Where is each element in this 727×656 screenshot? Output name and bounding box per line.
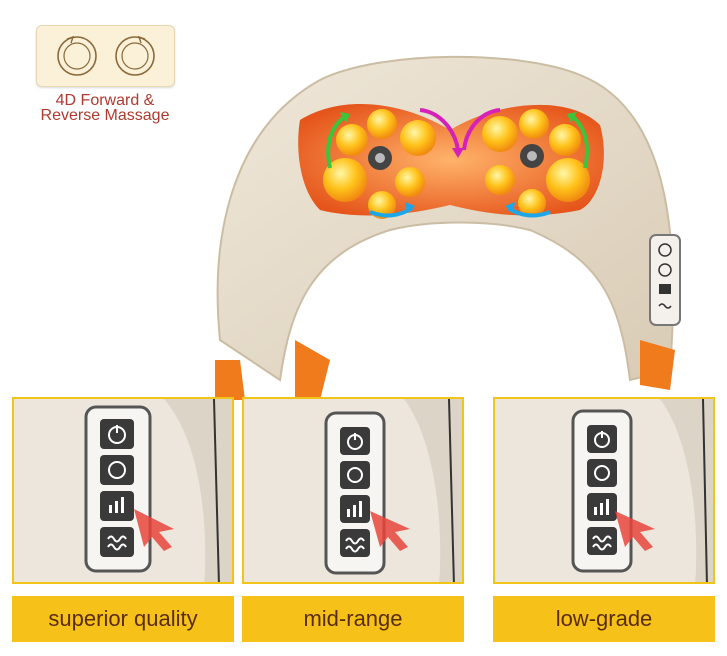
power-icon <box>587 425 617 453</box>
device-control-panel <box>649 234 681 326</box>
massager-illustration <box>200 40 727 400</box>
level-icon <box>100 491 134 521</box>
pointer-arrow <box>134 509 174 551</box>
power-icon <box>340 427 370 455</box>
label-low-grade: low-grade <box>493 596 715 642</box>
right-massage-nodes <box>482 109 590 217</box>
label-text: low-grade <box>555 606 653 631</box>
rotation-icons <box>57 35 155 76</box>
rotation-arrows <box>326 108 590 218</box>
remote-closeup <box>244 399 462 582</box>
left-massage-nodes <box>323 109 436 219</box>
rotate-clockwise-icon <box>57 35 97 76</box>
panel-superior <box>12 397 234 584</box>
rotate-counterclockwise-icon <box>115 35 155 76</box>
label-text: superior quality <box>48 606 198 631</box>
level-icon <box>340 495 370 523</box>
power-icon <box>100 419 134 449</box>
remote-closeup <box>14 399 232 582</box>
remote-closeup <box>495 399 713 582</box>
label-mid-range: mid-range <box>242 596 464 642</box>
badge-caption-line2: Reverse Massage <box>40 107 170 124</box>
rotate-icon <box>340 461 370 489</box>
badge-caption-line1: 4D Forward & <box>55 92 155 109</box>
badge-caption: 4D Forward & Reverse Massage <box>20 92 190 124</box>
level-icon <box>587 493 617 521</box>
label-text: mid-range <box>303 606 403 631</box>
rotate-icon <box>587 459 617 487</box>
panel-mid-range <box>242 397 464 584</box>
rotate-icon <box>100 455 134 485</box>
heat-icon <box>340 529 370 557</box>
heat-icon <box>587 527 617 555</box>
heat-icon <box>100 527 134 557</box>
pointer-arrow <box>370 511 410 551</box>
label-superior-quality: superior quality <box>12 596 234 642</box>
pointer-arrow <box>615 511 655 551</box>
direction-badge <box>36 25 175 87</box>
panel-low-grade <box>493 397 715 584</box>
